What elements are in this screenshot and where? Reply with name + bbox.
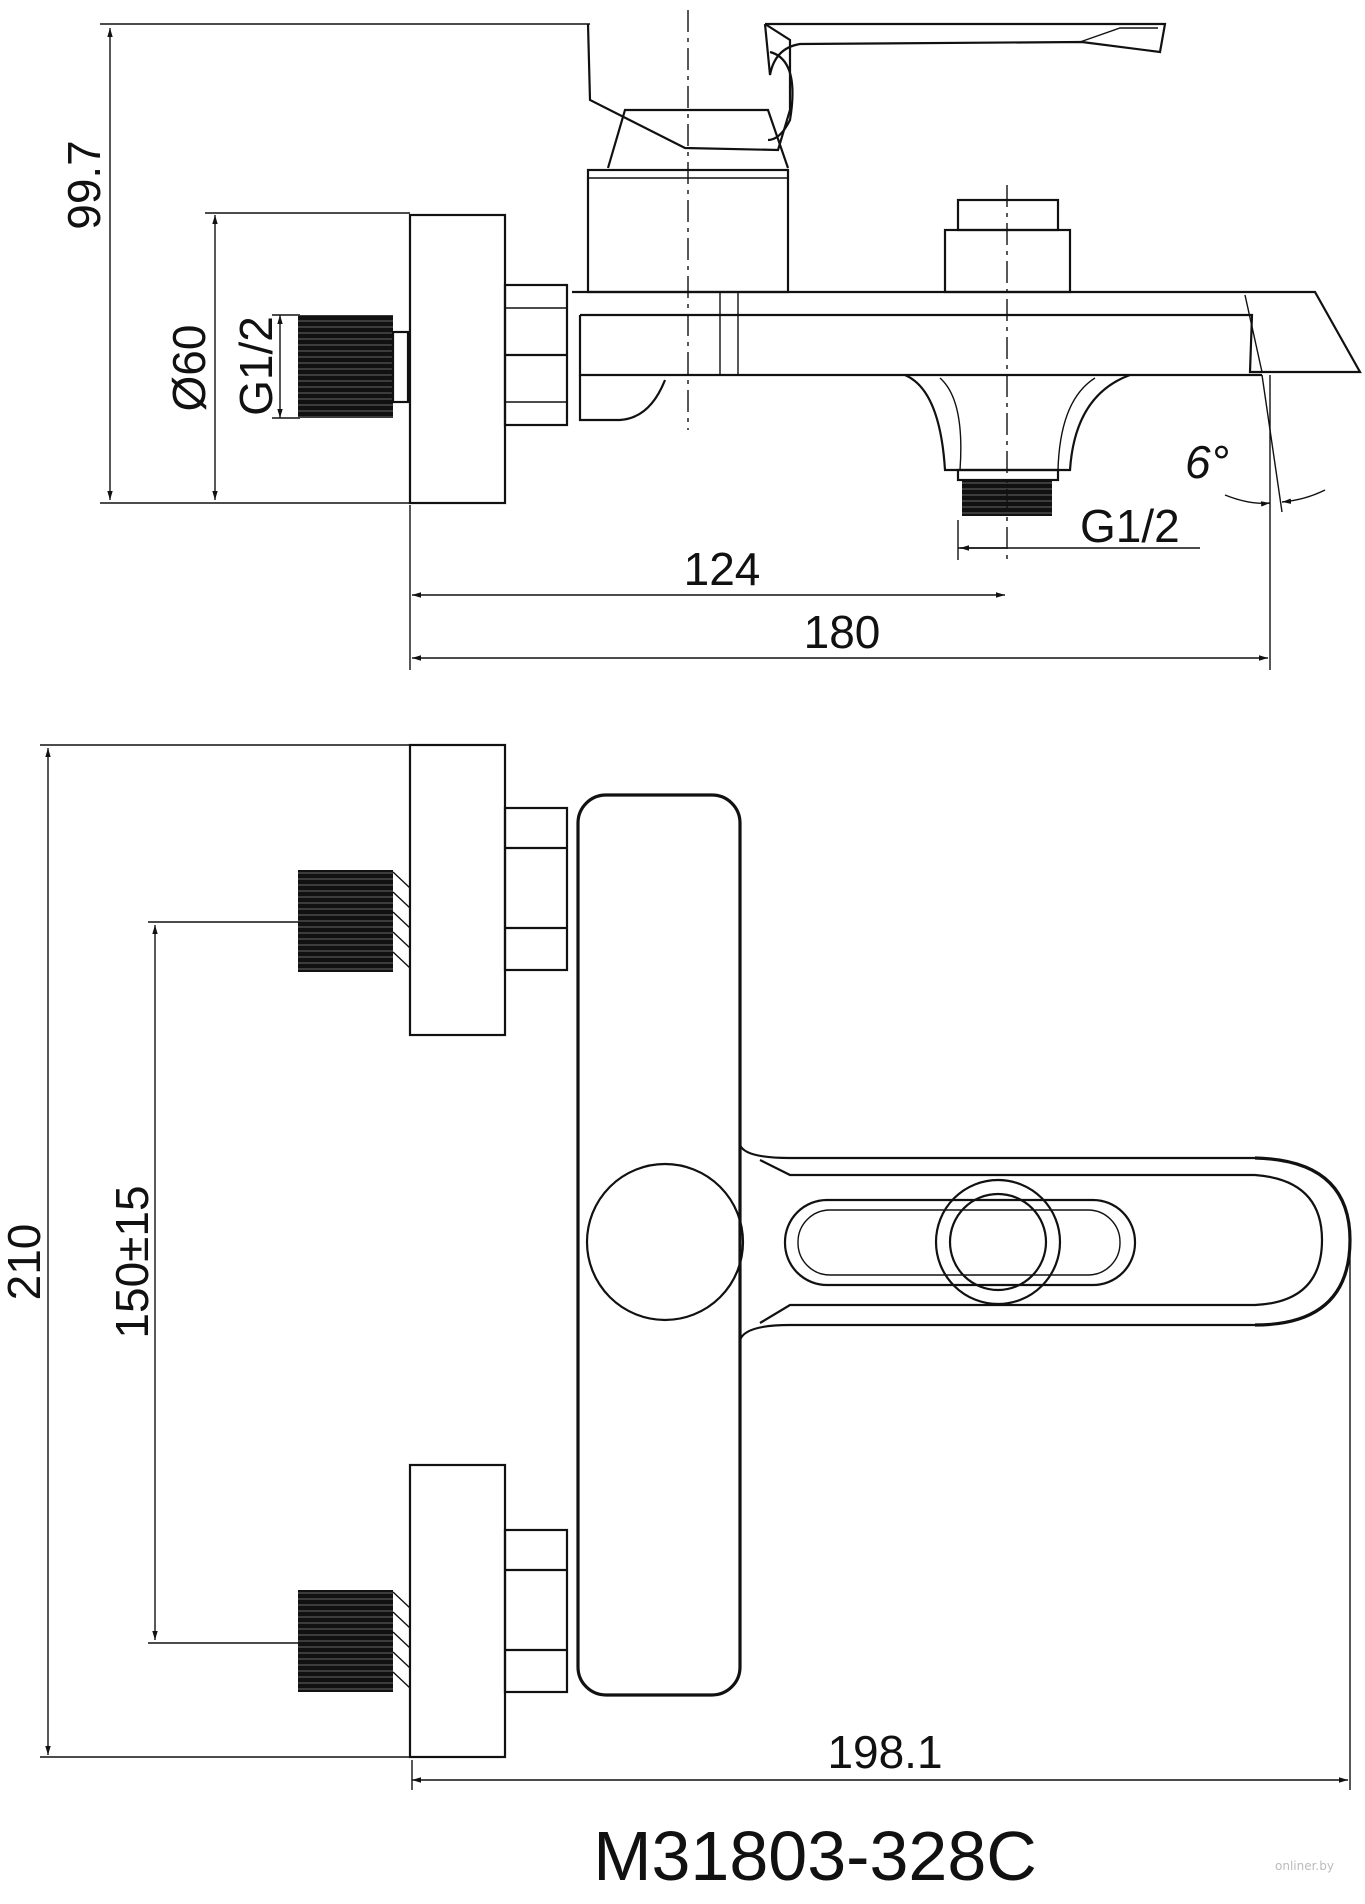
outlet-body [904, 373, 1131, 472]
side-view: 99.7 Ø60 G1/2 [58, 10, 1362, 670]
model-code: M31803-328C [593, 1817, 1037, 1895]
spout [572, 290, 1362, 374]
aerator-cap [956, 198, 1060, 232]
lever-handle [763, 22, 1167, 76]
lower-flange [408, 1463, 507, 1759]
inlet-nipple [391, 330, 410, 404]
spout-tip [1254, 1156, 1352, 1327]
upper-inlet-thread [298, 870, 393, 972]
body-bar [576, 793, 742, 1697]
spout-lower-edge [578, 315, 1262, 377]
spout-bottom-edge [738, 1323, 1260, 1341]
dimension-label-124: 124 [684, 543, 761, 595]
top-view: 210 150±15 [0, 743, 1352, 1790]
spout-top-edge [738, 1144, 1260, 1160]
watermark: onliner.by [1275, 1859, 1334, 1873]
cartridge-neck [606, 108, 790, 169]
upper-hex-nut [503, 806, 569, 972]
spout-angle-label: 6° [1185, 436, 1229, 488]
centers-label: 150±15 [106, 1185, 158, 1338]
lower-hex-nut [503, 1528, 569, 1694]
dimension-label-180: 180 [804, 606, 881, 658]
diameter-label: Ø60 [163, 325, 215, 412]
aerator-ring-outer [934, 1178, 1062, 1306]
inlet-thread-label: G1/2 [230, 316, 282, 416]
aerator-ring-inner [948, 1192, 1048, 1292]
dimension-label-198: 198.1 [827, 1726, 942, 1778]
lever-disc [585, 1162, 745, 1322]
inlet-thread [298, 315, 393, 418]
spout-tail [578, 375, 667, 422]
outlet-thread-label: G1/2 [1080, 500, 1180, 552]
lower-inlet-thread [298, 1590, 393, 1692]
dimension-label-210: 210 [0, 1224, 50, 1301]
lever-housing [586, 23, 792, 152]
height-label-99-7: 99.7 [58, 140, 110, 230]
wall-flange [408, 213, 507, 505]
lever-slot [783, 1198, 1137, 1287]
upper-flange [408, 743, 507, 1037]
